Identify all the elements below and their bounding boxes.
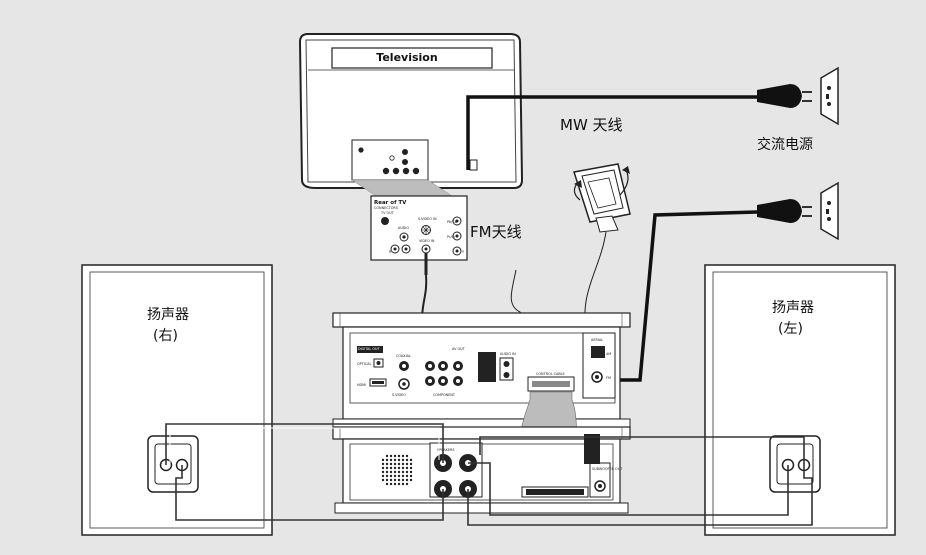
mw-loop-antenna — [573, 163, 631, 371]
ventilation-grille — [381, 454, 413, 486]
hdmi-label: HDMI — [357, 383, 366, 387]
speaker-right-side-label: (右) — [153, 328, 178, 344]
dvd-unit — [332, 312, 631, 420]
aerial-label: AERIAL — [591, 338, 603, 342]
rear-of-tv-label: Rear of TV — [374, 200, 407, 206]
r-label: R — [389, 250, 392, 254]
svideo-in-label: S-VIDEO IN — [418, 217, 437, 221]
speaker-left-label: 扬声器 — [772, 300, 814, 316]
mw-antenna-label: MW 天线 — [560, 116, 623, 134]
ac-power-label: 交流电源 — [757, 137, 813, 153]
amplifier-unit — [332, 426, 631, 514]
speaker-right — [81, 264, 273, 536]
svideo-label: S-VIDEO — [392, 393, 406, 397]
dvd-ledge — [332, 418, 631, 428]
subwoofer-out-label: SUBWOOFER OUT — [592, 467, 623, 471]
audio-label: AUDIO — [398, 226, 409, 230]
pr-label: Pr/Cr — [447, 235, 456, 239]
digital-out-label: DIGITAL OUT — [358, 347, 380, 351]
optical-label: OPTICAL — [357, 362, 371, 366]
fm-antenna-label: FM天线 — [470, 223, 522, 241]
fm-label: FM — [606, 376, 611, 380]
speaker-left — [704, 264, 896, 536]
tv-rear-panel-inset — [370, 195, 468, 261]
tv-out-label: TV OUT — [380, 211, 395, 215]
av-out-label: AV OUT — [452, 347, 466, 351]
speakers-label: SPEAKERS — [437, 448, 455, 452]
component-label: COMPONENT — [433, 393, 456, 397]
control-cable-label: CONTROL CABLE — [536, 372, 565, 376]
speaker-wires — [165, 423, 813, 526]
rear-of-tv-subtitle: CONNECTORS — [374, 206, 398, 210]
ac-power-plug-top — [466, 66, 839, 170]
pb-label: Pb/Cb — [447, 220, 457, 224]
coaxial-label: COAXIAL — [396, 354, 411, 358]
am-label: AM — [606, 352, 611, 356]
television-label: Television — [376, 51, 437, 64]
speaker-left-side-label: (左) — [778, 321, 803, 337]
audio-in-label: AUDIO IN — [500, 352, 516, 356]
video-in-label: VIDEO IN — [419, 239, 435, 243]
y-label: Y — [462, 250, 465, 254]
speaker-right-label: 扬声器 — [147, 307, 189, 323]
